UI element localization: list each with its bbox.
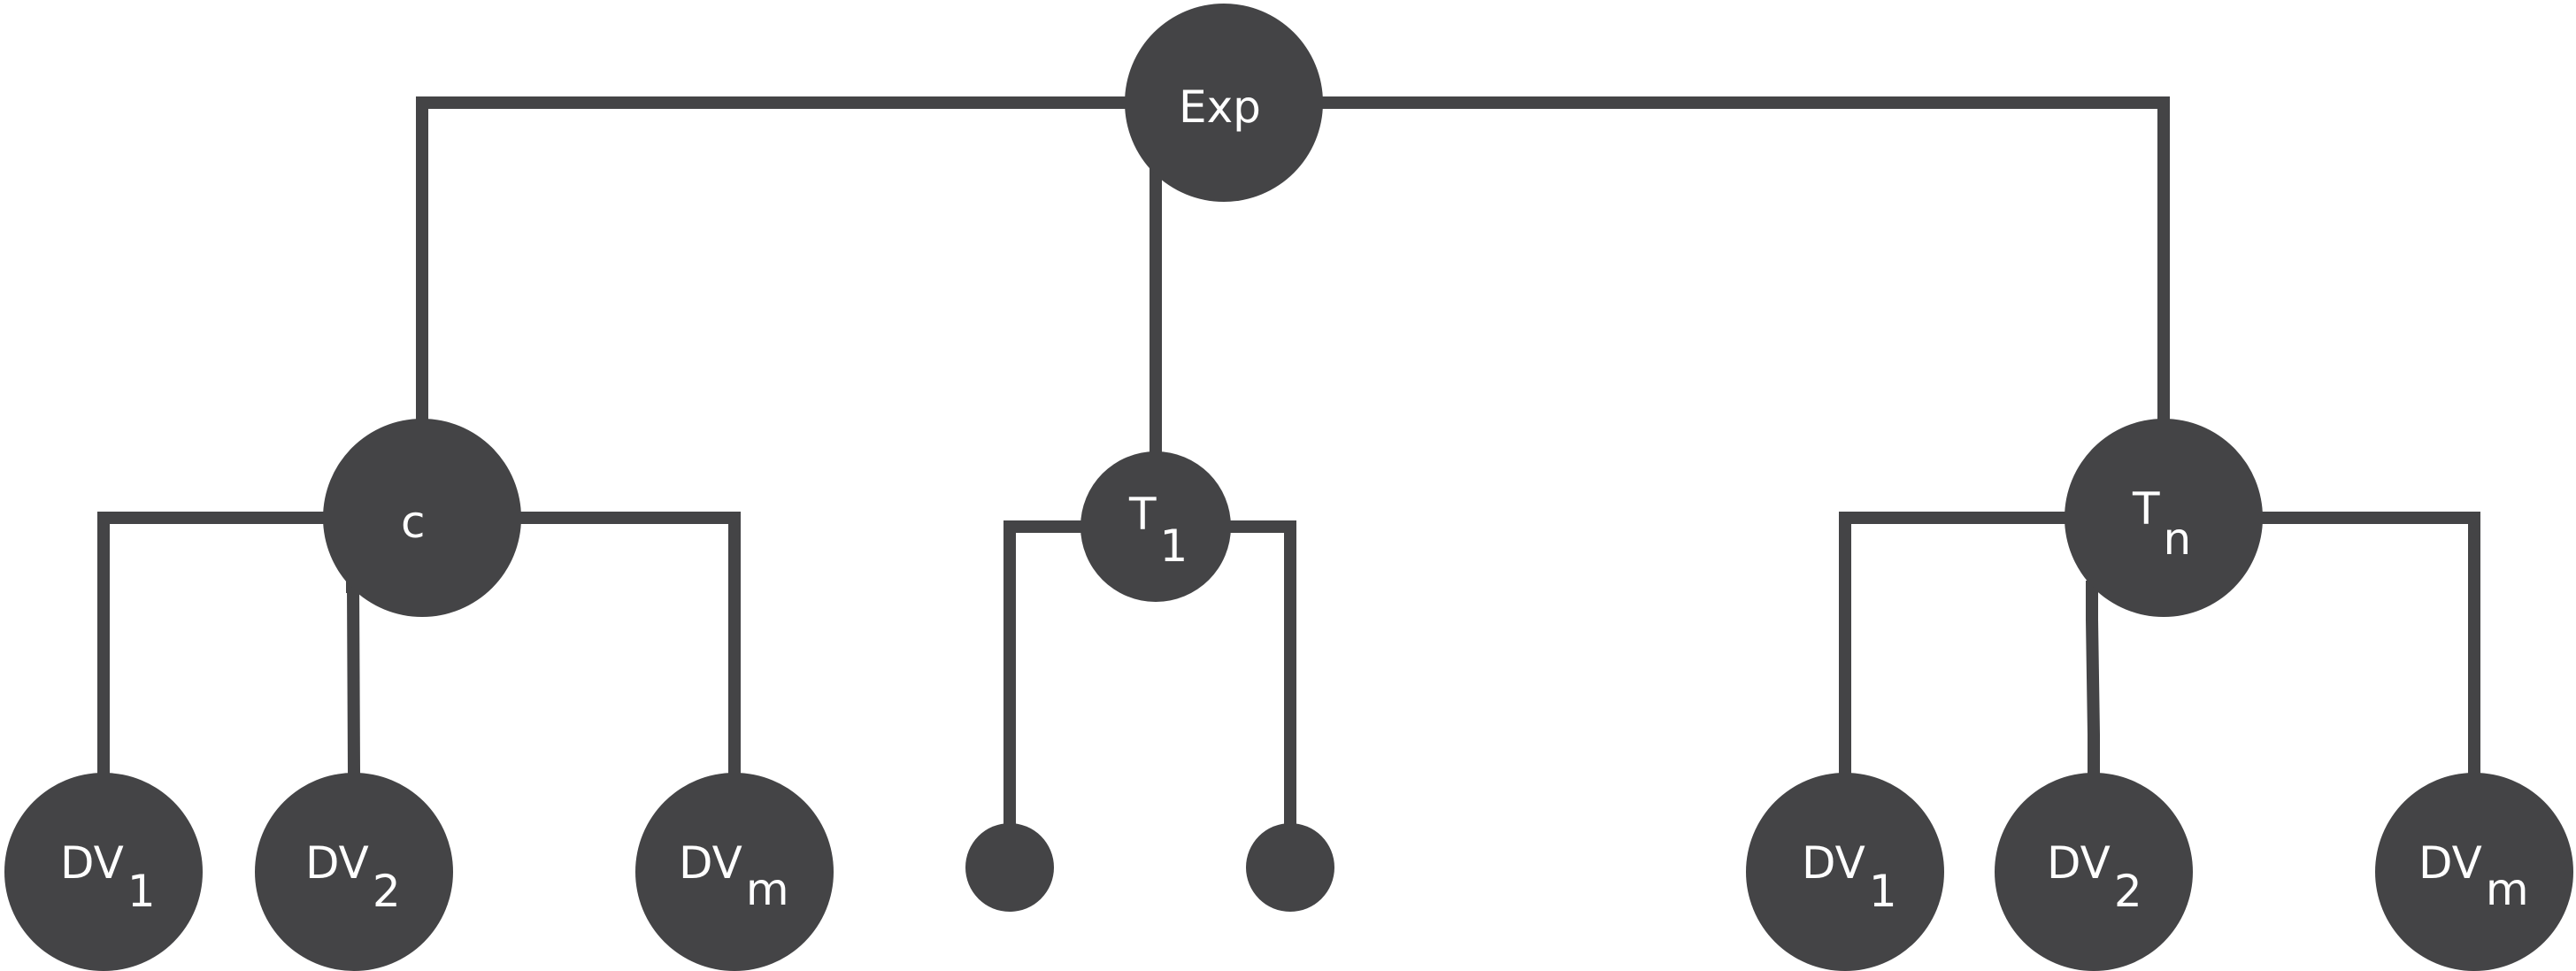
node-control-circle xyxy=(323,419,521,617)
node-treatment-last-dv2: DV2 xyxy=(1995,773,2193,971)
node-control-dv2: DV2 xyxy=(255,773,453,971)
node-treatment-last-dv1-circle xyxy=(1746,773,1944,971)
node-treatment-last-dv2-label: DV2 xyxy=(2047,837,2142,917)
nodes: Exp c T1 Tn DV1 DV2 DVm xyxy=(4,4,2573,971)
edge-c-to-dv1 xyxy=(97,512,330,776)
edge-exp-to-t1 xyxy=(1150,167,1167,457)
node-treatment-last-dv1: DV1 xyxy=(1746,773,1944,971)
edge-t1-to-leaf-a xyxy=(1003,520,1088,829)
node-control-dv1-label: DV1 xyxy=(60,837,156,917)
node-treatment-last-dv1-label: DV1 xyxy=(1802,837,1897,917)
node-treatment-last-dv2-circle xyxy=(1995,773,2193,971)
node-treatment-last-label: Tn xyxy=(2132,483,2191,565)
node-treatment-first-leaf-b-circle xyxy=(1246,823,1334,912)
node-treatment-last-circle xyxy=(2065,419,2263,617)
edge-c-to-dv2 xyxy=(346,581,361,777)
edge-tn-to-dv1 xyxy=(1839,512,2072,776)
node-control-dv1: DV1 xyxy=(4,773,203,971)
node-control-dv2-subscript: 2 xyxy=(373,866,401,917)
edge-tn-to-dv2 xyxy=(2086,581,2100,776)
node-treatment-last: Tn xyxy=(2065,419,2263,617)
node-treatment-first-leaf-a xyxy=(965,823,1054,912)
node-treatment-last-dv1-subscript: 1 xyxy=(1869,866,1897,917)
node-control-dv1-subscript: 1 xyxy=(127,866,156,917)
node-exp-circle xyxy=(1125,4,1323,202)
edge-c-to-dvm xyxy=(514,512,741,776)
node-control-dvm-subscript: m xyxy=(746,864,789,915)
node-control-dv2-circle xyxy=(255,773,453,971)
node-control-label: c xyxy=(401,497,426,548)
node-control-dvm-circle xyxy=(635,773,834,971)
node-exp-label: Exp xyxy=(1179,81,1261,133)
edge-t1-to-leaf-b xyxy=(1222,520,1296,829)
node-treatment-first-leaf-a-circle xyxy=(965,823,1054,912)
node-control-dv1-circle xyxy=(4,773,203,971)
node-treatment-first-label: T1 xyxy=(1128,489,1188,572)
node-treatment-first: T1 xyxy=(1080,451,1231,602)
node-treatment-last-dvm: DVm xyxy=(2375,773,2573,971)
node-control: c xyxy=(323,419,521,617)
node-treatment-last-dvm-label: DVm xyxy=(2418,837,2529,915)
node-treatment-last-dvm-circle xyxy=(2375,773,2573,971)
edge-exp-to-c xyxy=(416,96,1132,427)
edge-tn-to-dvm xyxy=(2256,512,2480,776)
node-exp: Exp xyxy=(1125,4,1323,202)
node-treatment-first-circle xyxy=(1080,451,1231,602)
node-treatment-last-dv2-subscript: 2 xyxy=(2114,866,2142,917)
node-treatment-last-subscript: n xyxy=(2164,513,2192,565)
node-control-dvm: DVm xyxy=(635,773,834,971)
node-treatment-last-dvm-subscript: m xyxy=(2486,864,2529,915)
node-treatment-first-subscript: 1 xyxy=(1160,520,1188,572)
edge-exp-to-tn xyxy=(1317,96,2170,427)
node-treatment-first-leaf-b xyxy=(1246,823,1334,912)
node-control-dv2-label: DV2 xyxy=(305,837,401,917)
node-control-dvm-label: DVm xyxy=(679,837,789,915)
